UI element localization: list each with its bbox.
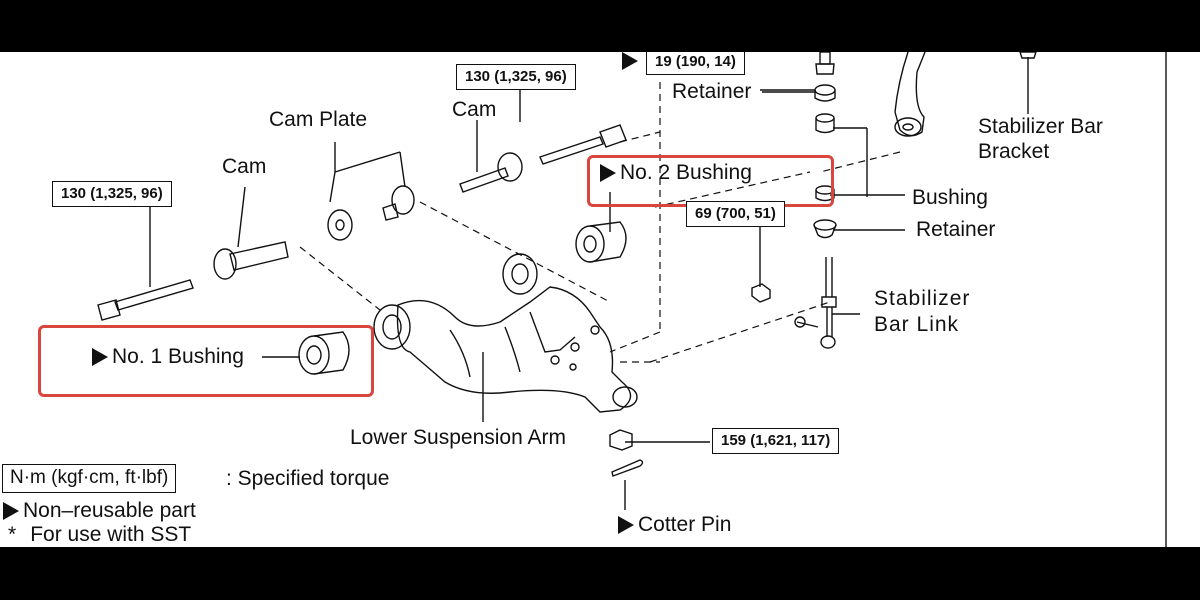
lower-suspension-arm-part: [373, 253, 638, 413]
legend-non-reusable: Non–reusable part: [3, 500, 196, 521]
non-reusable-mark: [600, 164, 616, 182]
assembly-dashed-lines: [299, 82, 901, 363]
torque-ball-joint-nut: 159 (1,621, 117): [712, 428, 840, 454]
cam-left-part: [213, 241, 289, 280]
label-stabilizer-bar-bracket-line1: Stabilizer Bar: [978, 115, 1103, 138]
label-no1-bushing: No. 1 Bushing: [92, 346, 244, 367]
legend-torque-units: N·m (kgf·cm, ft·lbf): [2, 464, 177, 493]
label-cotter-pin: Cotter Pin: [618, 514, 731, 535]
cam-bolt-left-part: [97, 279, 194, 321]
stabilizer-link-part: [794, 257, 837, 349]
label-no2-bushing-text: No. 2 Bushing: [620, 161, 752, 184]
legend-sst: * For use with SST: [8, 524, 191, 545]
label-no2-bushing: No. 2 Bushing: [600, 162, 752, 183]
ball-joint-nut-part: [609, 429, 633, 451]
label-no1-bushing-text: No. 1 Bushing: [112, 345, 244, 368]
cam-bolt-right-part: [539, 124, 627, 165]
retainer-top-part: [814, 84, 836, 102]
stabilizer-bar-part: [894, 52, 1037, 137]
label-stabilizer-bar-link-line2: Bar Link: [874, 313, 960, 336]
torque-top-non-reusable-mark: [622, 52, 638, 70]
legend-torque-desc: : Specified torque: [226, 467, 390, 490]
label-cam-right: Cam: [452, 98, 497, 121]
top-bolt-part: [815, 52, 835, 75]
label-cotter-pin-text: Cotter Pin: [638, 513, 732, 536]
no1-bushing-part: [298, 331, 350, 375]
label-stabilizer-bar-bracket-line2: Bracket: [978, 140, 1050, 163]
cam-right-part: [459, 152, 523, 193]
label-cam-left: Cam: [222, 155, 267, 178]
torque-top: 19 (190, 14): [646, 52, 745, 75]
cotter-pin-part: [611, 459, 644, 477]
legend-sst-mark: *: [8, 523, 17, 546]
non-reusable-mark: [3, 502, 19, 520]
diagram-drawing: [97, 52, 1167, 547]
torque-stabilizer-nut: 69 (700, 51): [686, 201, 785, 227]
torque-cam-bolt-left: 130 (1,325, 96): [52, 181, 172, 207]
non-reusable-mark: [618, 516, 634, 534]
label-retainer-top: Retainer: [672, 80, 752, 103]
cam-plate-part: [327, 185, 415, 241]
legend-non-reusable-text: Non–reusable part: [23, 499, 196, 522]
legend-sst-text: For use with SST: [30, 523, 192, 546]
stabilizer-nut-part: [751, 283, 771, 303]
non-reusable-mark: [92, 348, 108, 366]
label-lower-suspension-arm: Lower Suspension Arm: [350, 426, 566, 449]
retainer-bottom-part: [813, 219, 837, 239]
label-bushing: Bushing: [912, 186, 988, 209]
no2-bushing-part: [575, 221, 627, 263]
torque-cam-bolt-right: 130 (1,325, 96): [456, 64, 576, 90]
no1-bushing-highlight: [38, 325, 374, 397]
diagram-frame: 19 (190, 14) 130 (1,325, 96) 130 (1,325,…: [0, 52, 1200, 547]
leader-lines: [149, 57, 1029, 510]
label-stabilizer-bar-link-line1: Stabilizer: [874, 287, 971, 310]
label-cam-plate: Cam Plate: [269, 108, 368, 131]
label-retainer-bottom: Retainer: [916, 218, 996, 241]
